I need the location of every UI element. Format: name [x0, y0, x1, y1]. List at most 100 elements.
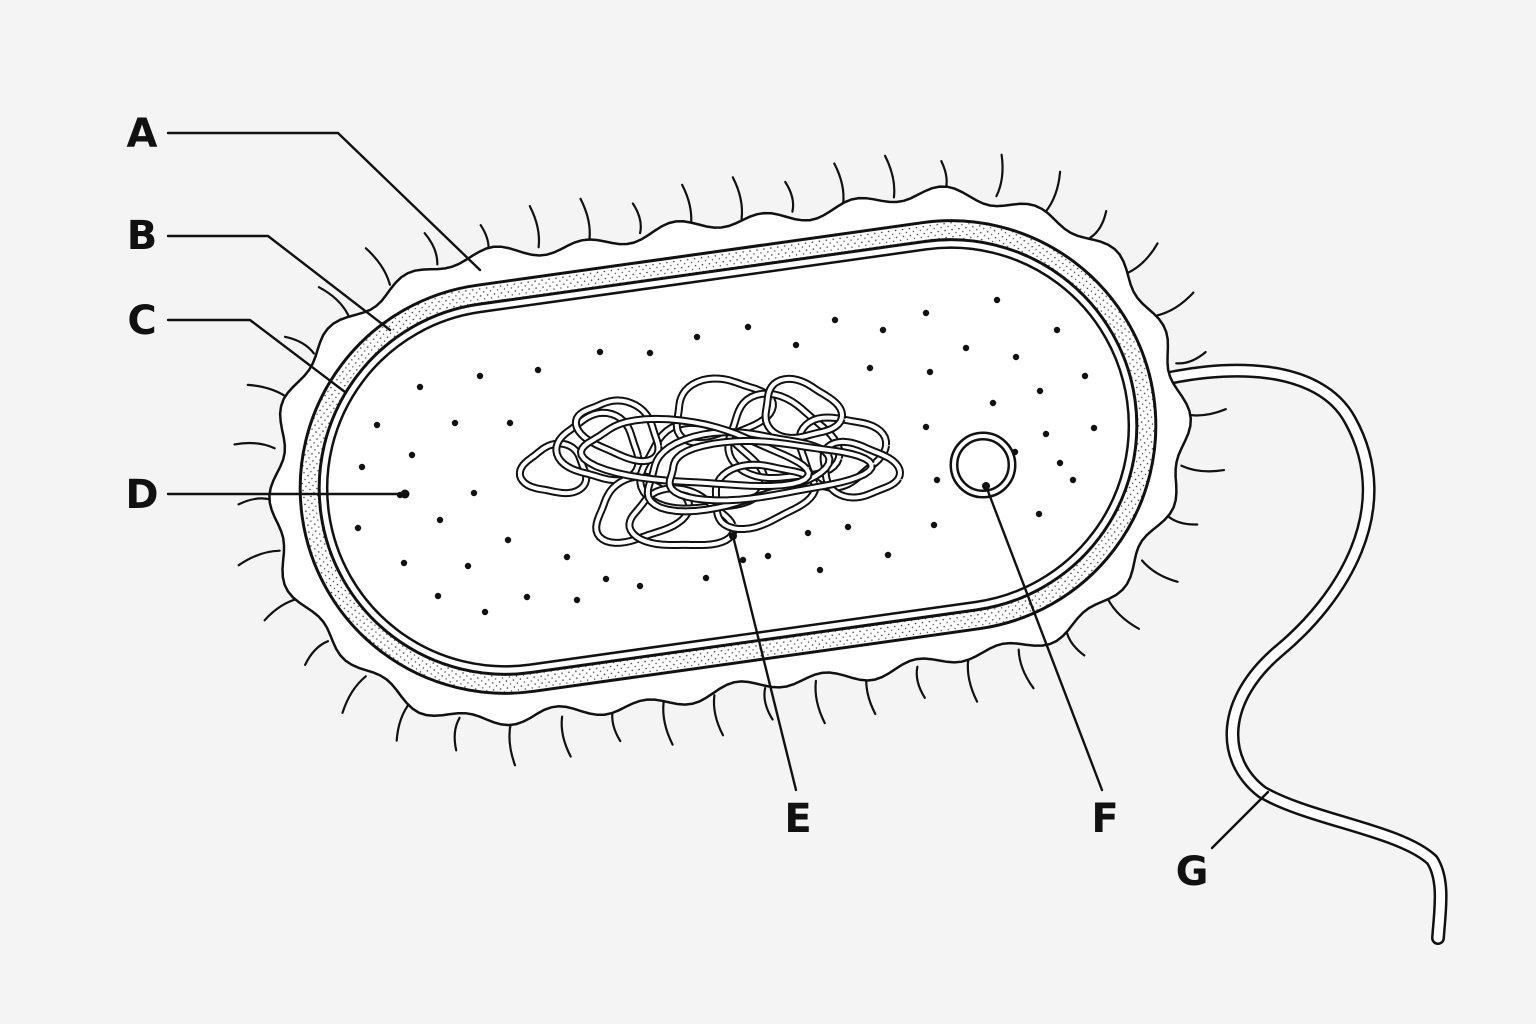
ribosome-dot [922, 423, 930, 431]
leader-line-e [731, 534, 798, 792]
pilus [579, 197, 591, 242]
ribosome-dot [436, 516, 444, 524]
ribosome-dot [358, 463, 366, 471]
label-c: C [127, 298, 156, 344]
label-d: D [125, 472, 158, 518]
ribosome-dot [563, 553, 571, 561]
ribosome-dot [408, 451, 416, 459]
pilus [915, 665, 926, 699]
pilus [662, 701, 674, 746]
label-e: E [784, 796, 811, 842]
ribosome-dot [481, 608, 489, 616]
leader-line-g [1210, 790, 1270, 850]
ribosome-dot [1090, 424, 1098, 432]
pilus [631, 202, 642, 235]
pilus [1141, 559, 1179, 583]
leader-line-b [166, 234, 392, 332]
ribosome-dot [1053, 326, 1061, 334]
leader-line-a [166, 131, 482, 272]
ribosome-dot [504, 536, 512, 544]
ribosome-dot [1069, 476, 1077, 484]
label-b: B [127, 213, 158, 259]
ribosome-dot [930, 521, 938, 529]
pilus [1089, 210, 1108, 239]
ribosome-dot [1036, 387, 1044, 395]
pilus [364, 247, 391, 286]
pilus [784, 180, 795, 213]
pilus [233, 441, 276, 450]
nucleoid [515, 374, 905, 549]
pilus [712, 694, 725, 737]
pilus [1044, 170, 1062, 213]
ribosome-dot [884, 551, 892, 559]
ribosome-dot [739, 556, 747, 564]
ribosome-dot [400, 559, 408, 567]
ribosome-dot [879, 326, 887, 334]
ribosome-dot [646, 349, 654, 357]
ribosome-dot [476, 372, 484, 380]
pili [233, 153, 1227, 767]
ribosome-dot [989, 399, 997, 407]
ribosome-dot [816, 566, 824, 574]
ribosome-dot [506, 419, 514, 427]
pilus [453, 716, 461, 752]
leader-line-f [984, 484, 1104, 792]
pilus [560, 715, 572, 758]
leader-lines [166, 131, 1270, 850]
pilus [814, 679, 826, 725]
pilus [731, 176, 744, 220]
ribosome-dot [523, 593, 531, 601]
ribosome-dot [844, 523, 852, 531]
ribosome-dot [1042, 430, 1050, 438]
leader-endpoints [400, 482, 990, 540]
ribosome-dot [1035, 510, 1043, 518]
pilus [528, 205, 541, 249]
pilus [1126, 242, 1159, 274]
pilus [423, 232, 439, 266]
ribosome-dot [804, 529, 812, 537]
pilus [341, 675, 367, 714]
pilus [1175, 351, 1207, 365]
pilus [833, 162, 845, 206]
pilus [317, 286, 350, 316]
pilus [283, 335, 315, 355]
ribosome-dot [993, 296, 1001, 304]
ribosome-dot [933, 476, 941, 484]
ribosome-dot [831, 316, 839, 324]
pilus [1017, 648, 1035, 690]
pilus [763, 687, 774, 721]
ribosome-dot [693, 333, 701, 341]
ribosome-dot [922, 309, 930, 317]
ribosome-dot [636, 582, 644, 590]
pilus [237, 549, 281, 567]
pilus [995, 153, 1004, 198]
ribosome-dot [596, 348, 604, 356]
ribosomes [354, 296, 1098, 616]
ribosome-dot [962, 344, 970, 352]
dna-strand-core [517, 441, 589, 496]
ribosome-dot [1056, 459, 1064, 467]
ribosome-dot [792, 341, 800, 349]
dna-strand-core [667, 438, 874, 503]
label-g: G [1176, 849, 1209, 895]
ribosome-dot [373, 421, 381, 429]
ribosome-dot [354, 524, 362, 532]
plasmid [949, 431, 1017, 499]
ribosome-dot [416, 383, 424, 391]
label-f: F [1091, 796, 1118, 842]
ribosome-dot [1012, 353, 1020, 361]
ribosome-dot [702, 574, 710, 582]
flagellum [1133, 363, 1448, 945]
ribosome-dot [744, 323, 752, 331]
pilus [304, 640, 330, 666]
pilus [1180, 464, 1226, 473]
pilus [966, 658, 979, 703]
ribosome-dot [534, 366, 542, 374]
dna-strand-core [763, 376, 845, 440]
dna-strand-core [821, 439, 903, 500]
ribosome-dot [573, 596, 581, 604]
label-a: A [127, 111, 158, 157]
ribosome-dot [1081, 372, 1089, 380]
ribosome-dot [866, 364, 874, 372]
